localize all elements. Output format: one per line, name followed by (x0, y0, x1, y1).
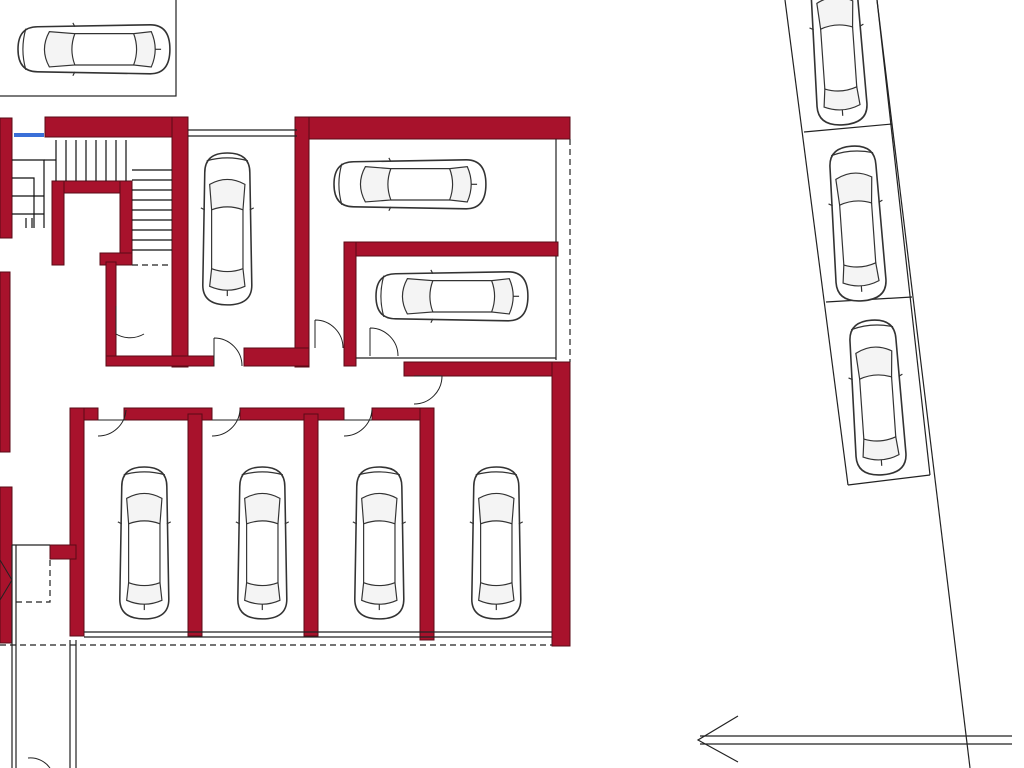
car-top-view-icon (823, 143, 891, 304)
staircase (12, 140, 172, 251)
door-swings (0, 306, 443, 768)
street-parking-strip (784, 0, 971, 768)
car-top-view-icon (352, 466, 407, 620)
car-top-view-icon (200, 152, 255, 306)
car-top-view-icon (17, 22, 171, 77)
building-walls (0, 116, 571, 647)
car-top-view-icon (235, 466, 290, 620)
car-top-view-icon (469, 466, 524, 620)
thin-lines (11, 129, 557, 768)
car-top-view-icon (375, 269, 529, 324)
car-top-view-icon (333, 157, 487, 212)
car-top-view-icon (117, 466, 172, 620)
window (14, 133, 44, 137)
dashed-lines (0, 139, 571, 646)
outdoor-parking-space (0, 0, 177, 97)
car-top-view-icon (843, 317, 911, 478)
car-top-view-icon (804, 0, 872, 128)
arrow-left-icon (696, 715, 1012, 763)
